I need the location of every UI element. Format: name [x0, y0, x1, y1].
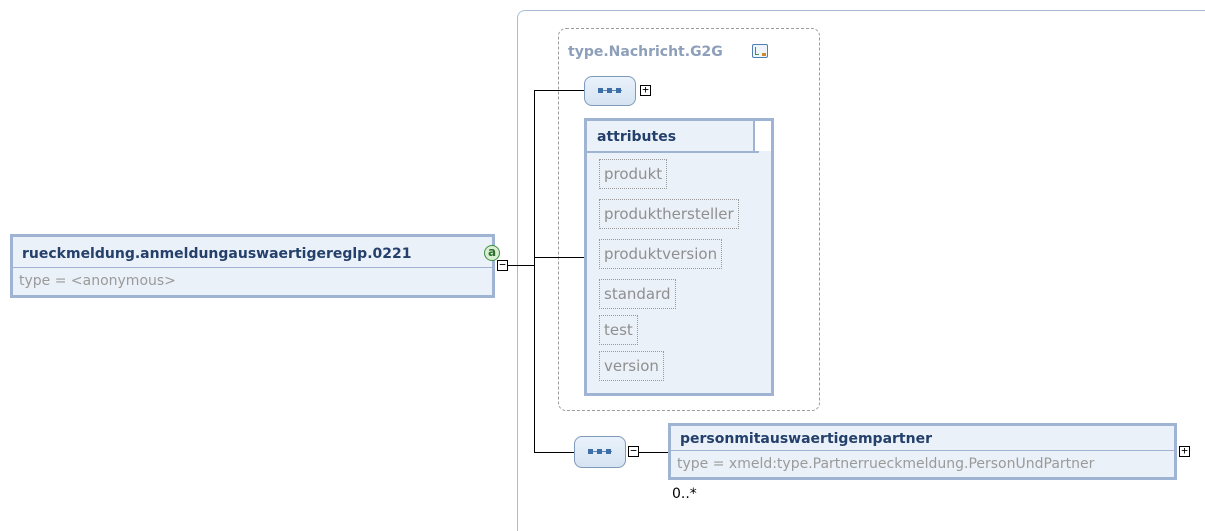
- child-element-name: personmitauswaertigempartner: [680, 431, 932, 447]
- attribute-badge-icon: a: [484, 245, 500, 261]
- child-element-box[interactable]: personmitauswaertigempartner type = xmel…: [668, 423, 1177, 480]
- group-sequence-compositor[interactable]: [584, 76, 636, 106]
- attributes-title: attributes: [597, 129, 677, 145]
- root-element-type: type = <anonymous>: [19, 273, 176, 289]
- attribute-item[interactable]: produktversion: [599, 239, 723, 269]
- complex-type-icon: [752, 44, 768, 58]
- connector-trunk: [534, 90, 535, 452]
- attributes-panel: attributes produkt produkthersteller pro…: [584, 118, 774, 396]
- child-sequence-collapse-toggle[interactable]: −: [628, 445, 639, 457]
- connector-to-child-element: [638, 452, 668, 453]
- attribute-item[interactable]: produkthersteller: [599, 199, 739, 229]
- child-element-separator: [671, 450, 1174, 451]
- child-element-type: type = xmeld:type.Partnerrueckmeldung.Pe…: [677, 456, 1095, 472]
- group-sequence-expand-toggle[interactable]: +: [640, 84, 651, 96]
- root-element-name: rueckmeldung.anmeldungauswaertigereglp.0…: [22, 246, 412, 262]
- group-reference-frame: [558, 28, 820, 411]
- attribute-item[interactable]: version: [599, 351, 664, 381]
- attribute-item[interactable]: standard: [599, 279, 676, 309]
- child-element-expand-toggle[interactable]: +: [1179, 445, 1190, 457]
- root-collapse-toggle[interactable]: −: [497, 259, 508, 271]
- connector-root: [508, 265, 534, 266]
- group-title: type.Nachricht.G2G: [568, 44, 723, 60]
- attribute-item[interactable]: test: [599, 315, 638, 345]
- child-sequence-compositor[interactable]: [574, 436, 626, 468]
- connector-to-group-sequence: [534, 90, 584, 91]
- sequence-icon: [588, 449, 612, 455]
- attributes-corner: [753, 121, 771, 151]
- occurrence-label: 0..*: [672, 486, 697, 502]
- connector-to-child-sequence: [534, 452, 574, 453]
- attribute-item[interactable]: produkt: [599, 159, 668, 189]
- sequence-icon: [598, 88, 622, 94]
- root-element-separator: [13, 267, 492, 268]
- root-element-box[interactable]: rueckmeldung.anmeldungauswaertigereglp.0…: [10, 234, 500, 298]
- connector-to-attributes: [534, 257, 584, 258]
- attributes-header: attributes: [587, 121, 759, 153]
- complex-type-frame: [517, 10, 1205, 531]
